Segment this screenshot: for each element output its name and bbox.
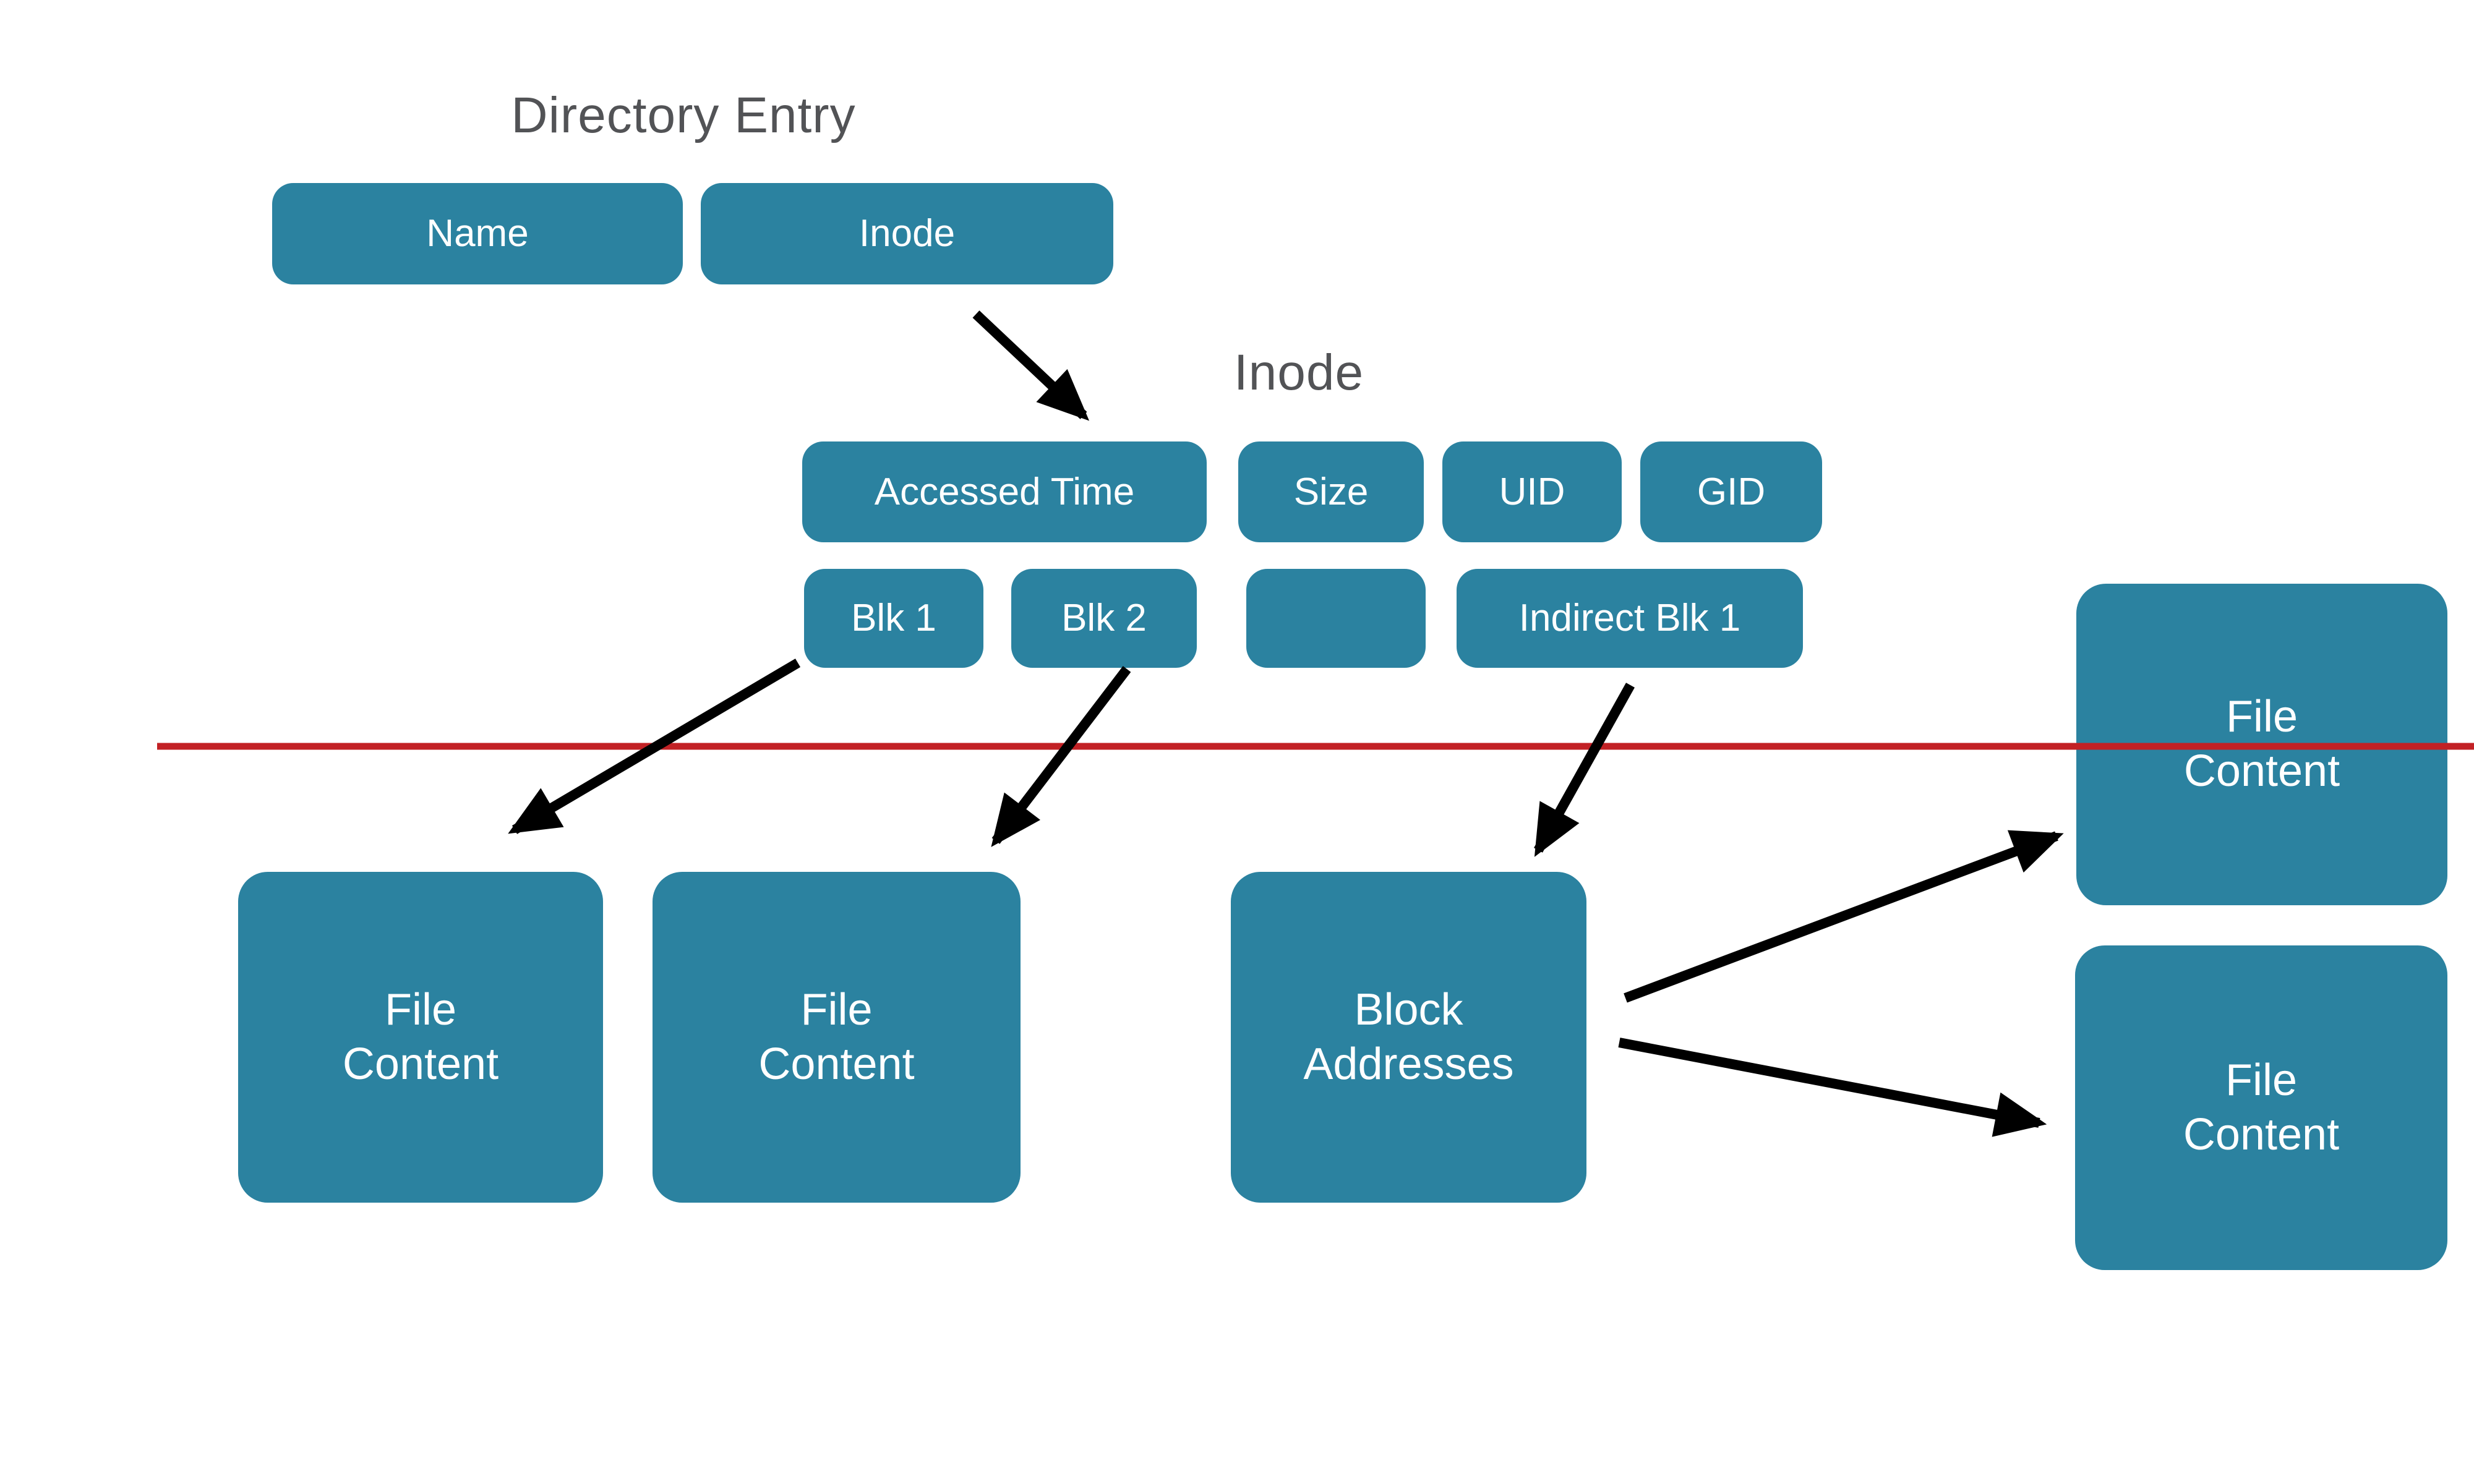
inode-cell-label: Inode (858, 212, 956, 255)
name-cell: Name (272, 183, 683, 284)
indirect-blk1-label: Indirect Blk 1 (1518, 597, 1741, 640)
file-content-bottom-right-label: File Content (2183, 1055, 2340, 1159)
size-label: Size (1293, 470, 1369, 513)
size-cell: Size (1238, 441, 1424, 542)
accessed-time-label: Accessed Time (874, 470, 1135, 513)
blk1-cell: Blk 1 (804, 569, 983, 668)
file-content-1-label: File Content (342, 984, 499, 1089)
directory-entry-title: Directory Entry (511, 87, 856, 143)
empty-block-cell (1246, 569, 1426, 668)
inode-cell: Inode (701, 183, 1113, 284)
block-addresses-label: Block Addresses (1303, 984, 1514, 1089)
arrow-indirect-blk1-to-block-addresses (1534, 683, 1635, 857)
uid-cell: UID (1442, 441, 1622, 542)
arrow-block-addresses-to-file-content-top-right (1624, 830, 2064, 1003)
gid-cell: GID (1640, 441, 1822, 542)
file-content-bottom-right: File Content (2075, 945, 2447, 1270)
arrow-block-addresses-to-file-content-bottom-right (1618, 1038, 2047, 1137)
indirect-blk1-cell: Indirect Blk 1 (1457, 569, 1803, 668)
inode-title: Inode (1233, 344, 1364, 401)
block-addresses: Block Addresses (1231, 872, 1586, 1203)
file-content-2-label: File Content (758, 984, 915, 1089)
arrow-blk2-to-file-content-2 (991, 666, 1131, 847)
blk2-cell: Blk 2 (1011, 569, 1197, 668)
file-content-2: File Content (653, 872, 1021, 1203)
uid-label: UID (1499, 470, 1565, 513)
accessed-time-cell: Accessed Time (802, 441, 1207, 542)
file-content-top-right: File Content (2076, 584, 2447, 905)
file-content-top-right-label: File Content (2183, 692, 2340, 796)
name-cell-label: Name (426, 212, 529, 255)
gid-label: GID (1697, 470, 1766, 513)
arrow-blk1-to-file-content-1 (508, 659, 801, 834)
blk2-label: Blk 2 (1061, 597, 1147, 640)
file-content-1: File Content (238, 872, 603, 1203)
blk1-label: Blk 1 (851, 597, 936, 640)
